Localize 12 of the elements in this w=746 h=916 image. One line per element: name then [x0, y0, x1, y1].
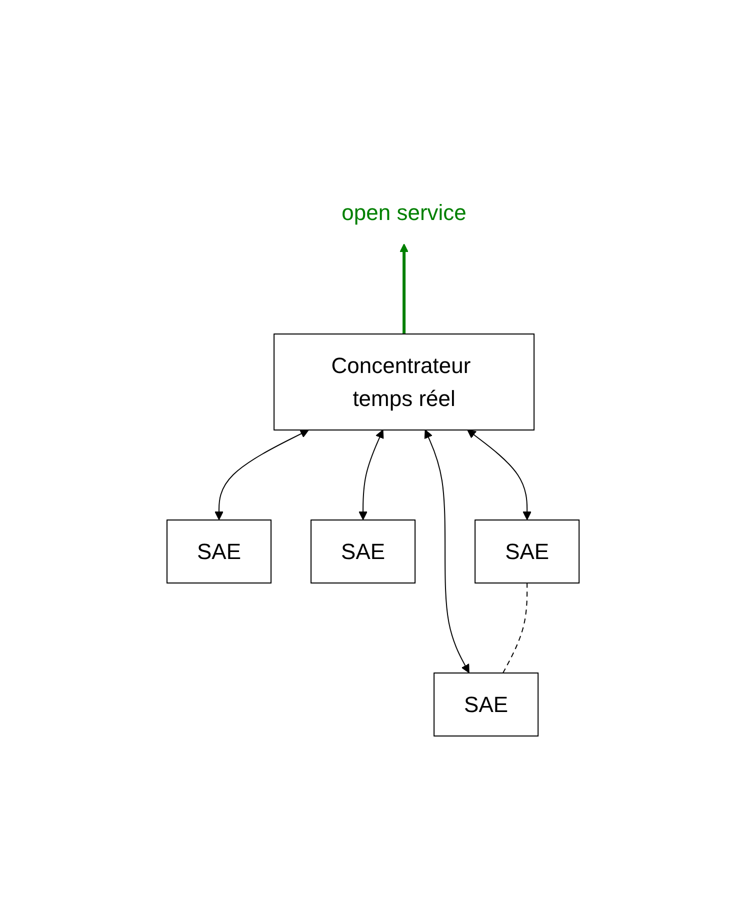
arrow — [424, 429, 470, 673]
node-box: SAE — [474, 519, 580, 583]
arrow — [214, 429, 309, 520]
node-text: open service — [342, 200, 466, 224]
arrow — [358, 429, 384, 520]
node-box: SAE — [166, 519, 272, 583]
arrow — [467, 429, 532, 520]
connector — [502, 582, 528, 673]
arrow — [400, 243, 408, 334]
node-box: SAE — [434, 672, 539, 736]
node-box: Concentrateur temps réel — [274, 333, 534, 430]
node-box: SAE — [310, 519, 416, 583]
